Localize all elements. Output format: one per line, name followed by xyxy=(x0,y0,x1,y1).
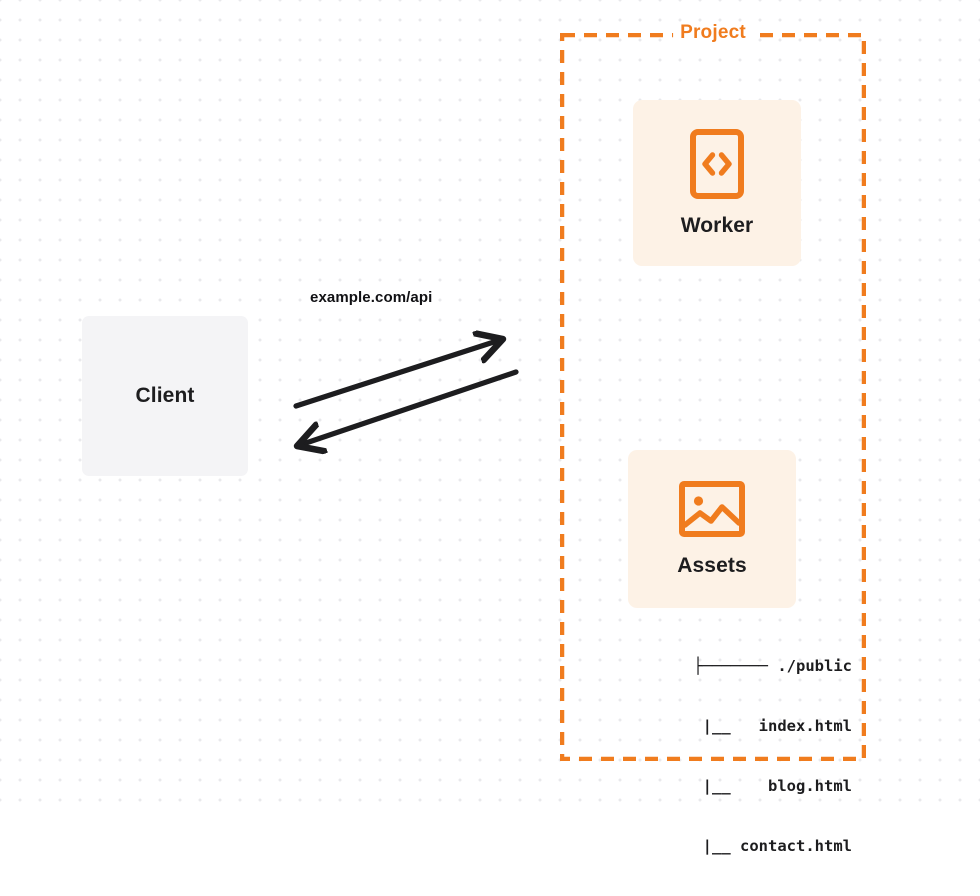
client-node[interactable]: Client xyxy=(82,316,248,476)
project-label: Project xyxy=(673,22,753,44)
file-tree-row: ├─────── ./public xyxy=(693,657,852,675)
response-arrow xyxy=(300,369,519,445)
worker-card[interactable]: Worker xyxy=(633,100,801,266)
assets-label: Assets xyxy=(677,554,747,577)
worker-label: Worker xyxy=(680,214,754,237)
file-tree-row: |__ index.html xyxy=(628,717,852,735)
request-arrow xyxy=(293,340,500,409)
client-label: Client xyxy=(135,384,195,407)
code-brackets-icon xyxy=(690,129,744,199)
project-dashed-border xyxy=(560,33,866,761)
image-icon xyxy=(679,481,745,537)
file-tree-row: |__ contact.html xyxy=(628,837,852,855)
assets-file-tree: ├─────── ./public |__ index.html |__ blo… xyxy=(610,616,852,896)
request-url-label: example.com/api xyxy=(310,289,433,306)
diagram-canvas: Client example.com/api Project xyxy=(0,0,980,855)
file-tree-row: |__ blog.html xyxy=(628,777,852,795)
assets-card[interactable]: Assets xyxy=(628,450,796,608)
project-group: Project Worker Assets ├─────── ./public … xyxy=(560,22,866,855)
